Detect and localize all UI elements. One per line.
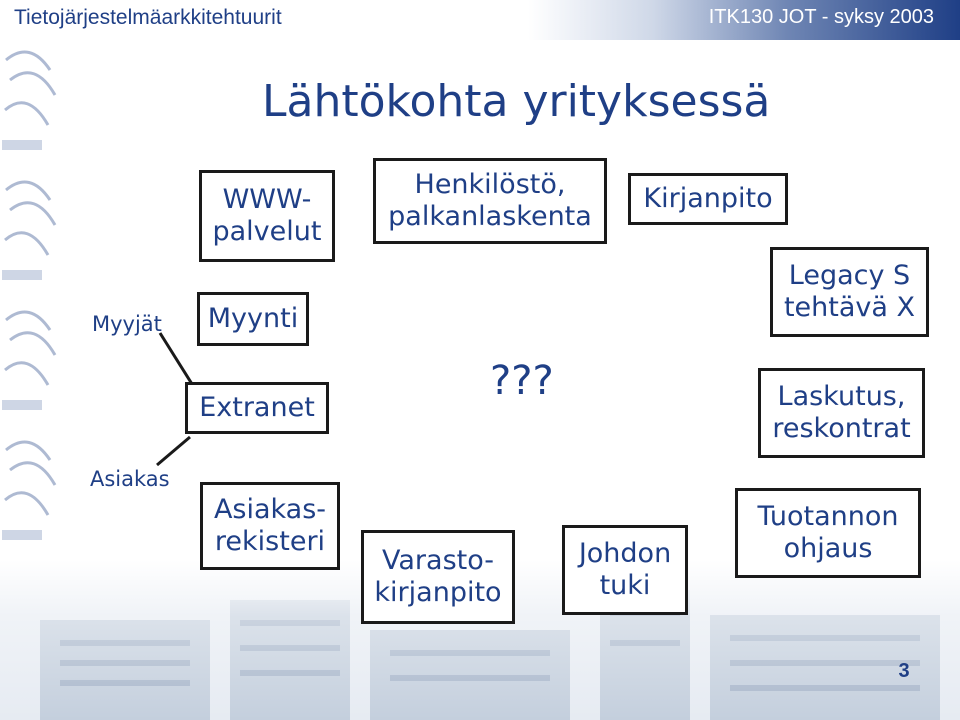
box-management-support: Johdon tuki	[562, 525, 688, 615]
connector-customer-extranet	[156, 435, 191, 467]
page-number: 3	[898, 660, 910, 682]
header-bar: Tietojärjestelmäarkkitehtuurit ITK130 JO…	[0, 0, 960, 40]
box-www-services: WWW- palvelut	[199, 170, 335, 262]
box-extranet: Extranet	[185, 382, 329, 434]
box-customer-registry: Asiakas- rekisteri	[200, 482, 340, 570]
box-billing: Laskutus, reskontrat	[758, 368, 925, 458]
box-accounting: Kirjanpito	[628, 173, 788, 225]
box-warehouse-accounting: Varasto- kirjanpito	[361, 530, 515, 624]
label-sellers: Myyjät	[92, 312, 162, 336]
box-sales: Myynti	[197, 292, 309, 346]
course-code: ITK130 JOT - syksy 2003	[708, 6, 934, 28]
question-marks: ???	[490, 358, 554, 404]
box-hr-payroll: Henkilöstö, palkanlaskenta	[373, 158, 607, 244]
slide-title: Lähtökohta yrityksessä	[262, 76, 771, 127]
label-customer: Asiakas	[90, 467, 170, 491]
course-title: Tietojärjestelmäarkkitehtuurit	[14, 6, 282, 29]
box-legacy-system: Legacy S tehtävä X	[770, 247, 929, 337]
box-production-control: Tuotannon ohjaus	[735, 488, 921, 578]
